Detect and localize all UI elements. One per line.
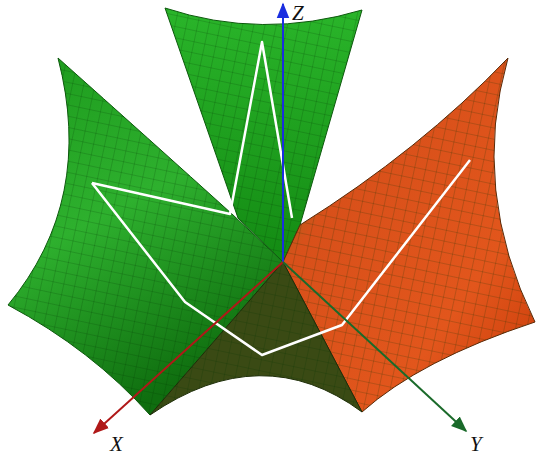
axes [94, 4, 466, 433]
axis-label: Y [470, 434, 482, 455]
axis-label: Z [292, 3, 304, 24]
bottom-surface [150, 262, 362, 415]
white-contour [92, 42, 470, 355]
axis-label: X [110, 434, 123, 455]
